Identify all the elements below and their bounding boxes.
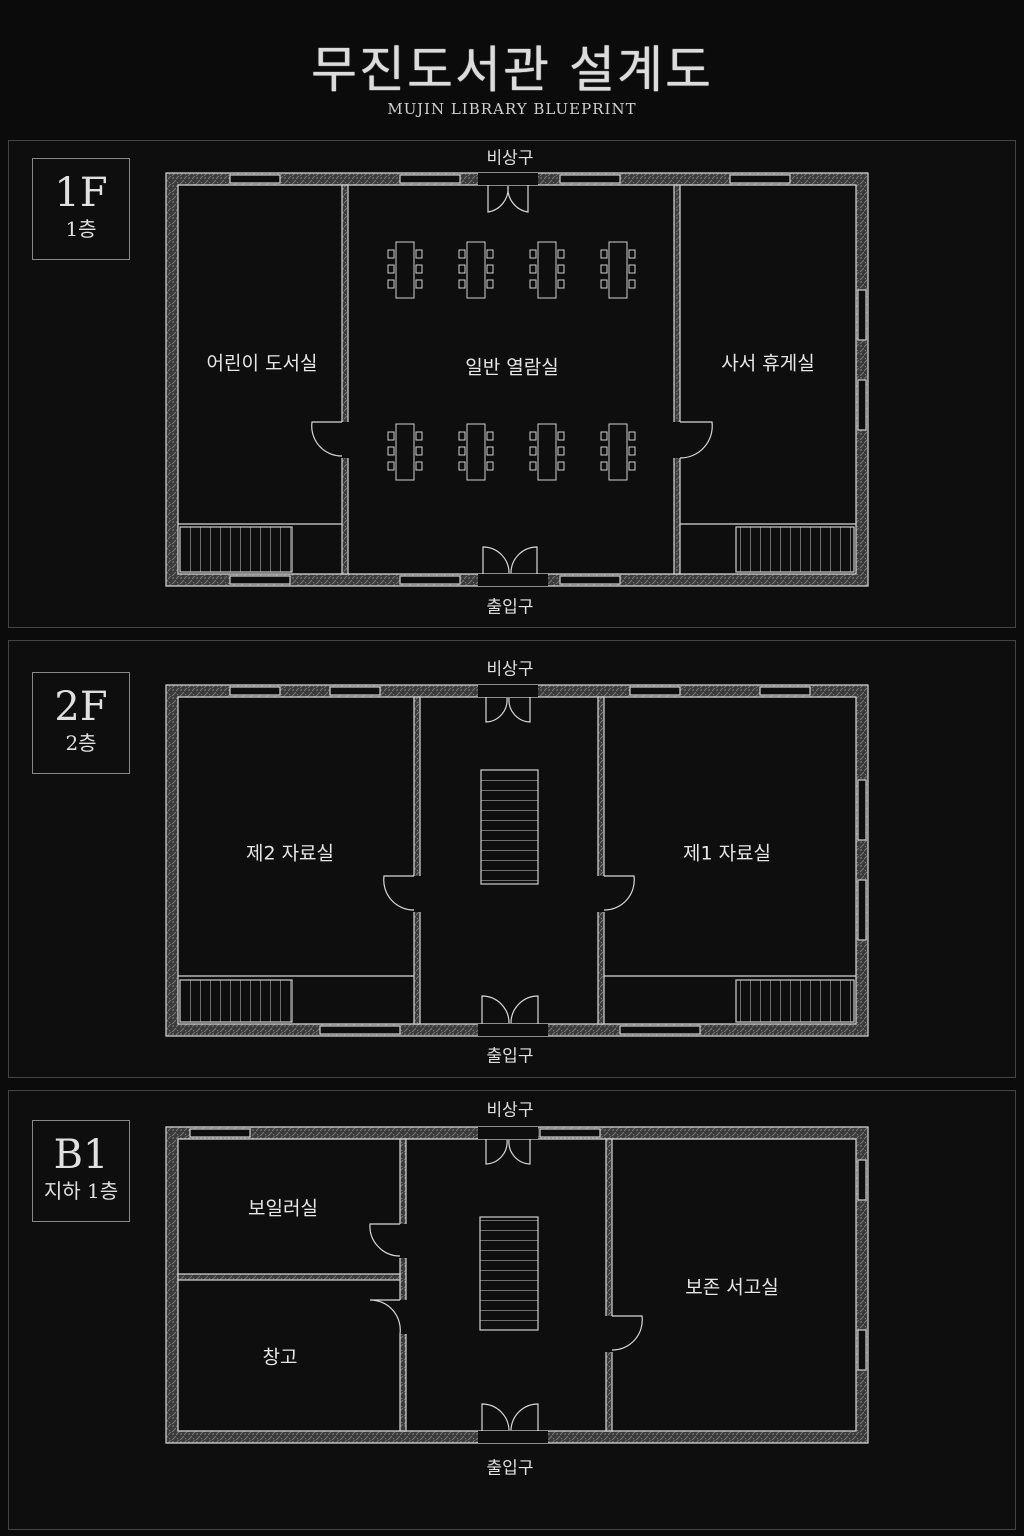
chair bbox=[387, 279, 395, 289]
room-label-general-reading-room: 일반 열람실 bbox=[465, 356, 559, 379]
chair bbox=[415, 249, 423, 259]
room-label-archive-2: 제2 자료실 bbox=[245, 842, 335, 865]
floor-level-label: 지하 1층 bbox=[43, 1179, 119, 1203]
chair bbox=[557, 264, 565, 274]
floor-badge-2f: 2F 2층 bbox=[32, 672, 130, 774]
chair bbox=[529, 461, 537, 471]
chair bbox=[458, 461, 466, 471]
chair bbox=[387, 431, 395, 441]
reading-table bbox=[537, 241, 557, 299]
chair bbox=[557, 279, 565, 289]
room-label-boiler-room: 보일러실 bbox=[248, 1197, 318, 1220]
reading-table bbox=[608, 423, 628, 481]
chair bbox=[486, 279, 494, 289]
emergency-exit-label: 비상구 bbox=[486, 1100, 534, 1121]
chair bbox=[600, 461, 608, 471]
page-subtitle: MUJIN LIBRARY BLUEPRINT bbox=[387, 100, 637, 118]
entrance-label: 출입구 bbox=[486, 597, 534, 618]
chair bbox=[387, 461, 395, 471]
chair bbox=[557, 431, 565, 441]
entrance-label: 출입구 bbox=[486, 1458, 534, 1479]
chair bbox=[557, 249, 565, 259]
entrance-label: 출입구 bbox=[486, 1046, 534, 1067]
chair bbox=[486, 264, 494, 274]
reading-table bbox=[466, 423, 486, 481]
chair bbox=[387, 249, 395, 259]
chair bbox=[458, 446, 466, 456]
chair bbox=[387, 264, 395, 274]
floor-level: 2F bbox=[54, 684, 108, 730]
room-label-librarian-lounge: 사서 휴게실 bbox=[721, 352, 815, 375]
chair bbox=[628, 249, 636, 259]
chair bbox=[628, 431, 636, 441]
floor-plan-2f bbox=[165, 684, 869, 1037]
room-label-childrens-library: 어린이 도서실 bbox=[206, 352, 318, 375]
chair bbox=[529, 431, 537, 441]
chair bbox=[415, 431, 423, 441]
chair bbox=[415, 264, 423, 274]
chair bbox=[387, 446, 395, 456]
chair bbox=[628, 461, 636, 471]
chair bbox=[415, 446, 423, 456]
reading-tables bbox=[387, 241, 636, 481]
chair bbox=[628, 446, 636, 456]
chair bbox=[529, 264, 537, 274]
chair bbox=[458, 249, 466, 259]
reading-table bbox=[395, 241, 415, 299]
floor-badge-1f: 1F 1층 bbox=[32, 158, 130, 260]
chair bbox=[557, 446, 565, 456]
chair bbox=[415, 461, 423, 471]
room-label-storage: 창고 bbox=[262, 1346, 298, 1369]
chair bbox=[600, 431, 608, 441]
chair bbox=[529, 279, 537, 289]
floor-level: B1 bbox=[53, 1132, 109, 1178]
chair bbox=[458, 264, 466, 274]
floor-level: 1F bbox=[54, 170, 108, 216]
chair bbox=[415, 279, 423, 289]
floor-level-label: 1층 bbox=[65, 217, 97, 241]
room-label-preservation-stacks: 보존 서고실 bbox=[685, 1276, 779, 1299]
chair bbox=[458, 279, 466, 289]
chair bbox=[600, 279, 608, 289]
chair bbox=[458, 431, 466, 441]
chair bbox=[557, 461, 565, 471]
room-label-archive-1: 제1 자료실 bbox=[682, 842, 772, 865]
chair bbox=[628, 279, 636, 289]
chair bbox=[486, 446, 494, 456]
chair bbox=[486, 249, 494, 259]
floor-plan-b1 bbox=[165, 1126, 869, 1444]
chair bbox=[600, 446, 608, 456]
reading-table bbox=[466, 241, 486, 299]
reading-table bbox=[608, 241, 628, 299]
reading-table bbox=[537, 423, 557, 481]
chair bbox=[486, 431, 494, 441]
emergency-exit-label: 비상구 bbox=[486, 659, 534, 680]
chair bbox=[529, 446, 537, 456]
page-title: 무진도서관 설계도 bbox=[311, 41, 713, 99]
chair bbox=[529, 249, 537, 259]
emergency-exit-label: 비상구 bbox=[486, 148, 534, 169]
floor-level-label: 2층 bbox=[65, 731, 97, 755]
chair bbox=[600, 249, 608, 259]
chair bbox=[486, 461, 494, 471]
chair bbox=[628, 264, 636, 274]
floor-badge-b1: B1 지하 1층 bbox=[32, 1120, 130, 1222]
chair bbox=[600, 264, 608, 274]
reading-table bbox=[395, 423, 415, 481]
floor-plan-1f bbox=[165, 172, 869, 587]
